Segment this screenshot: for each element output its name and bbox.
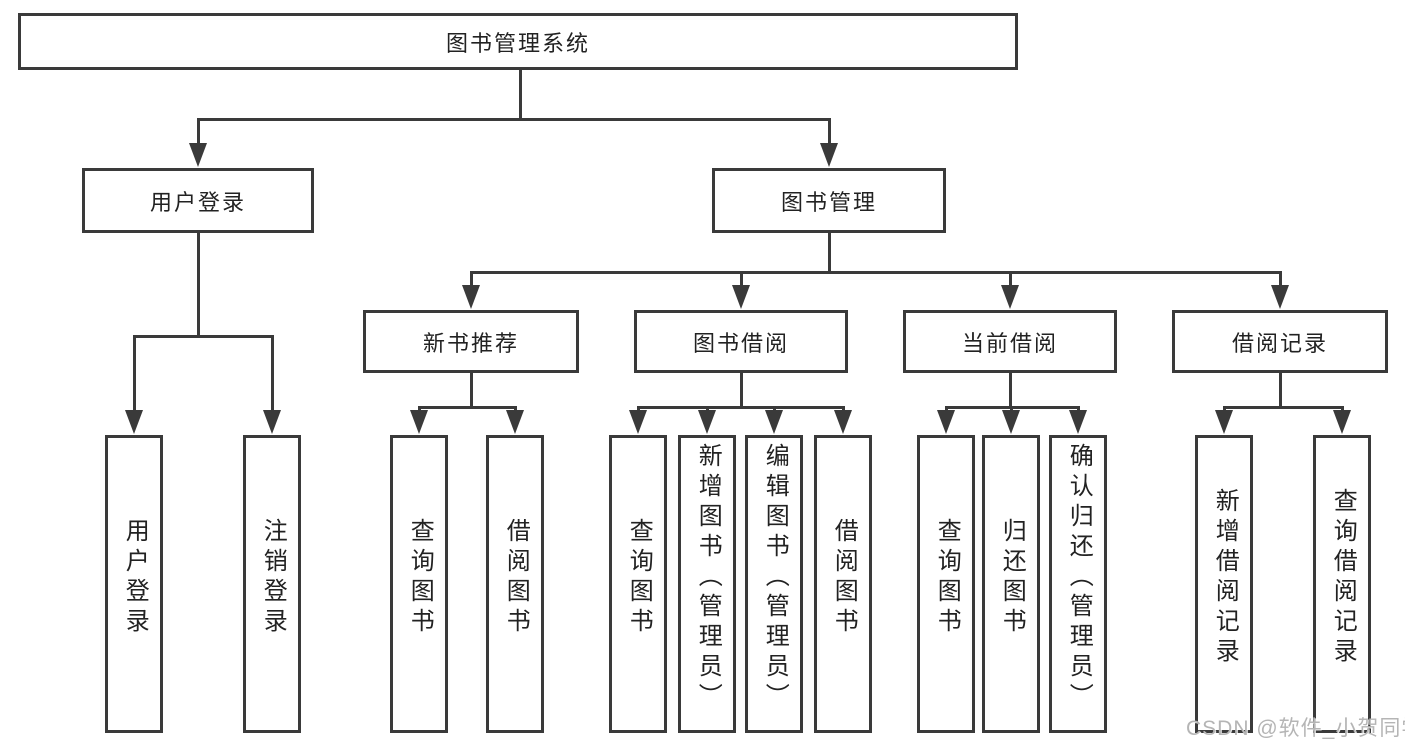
connector-vline [827,233,831,274]
leaf-label: 编辑图书（管理员） [761,443,789,713]
connector-hline [944,406,1080,409]
leaf-borrowing-borrow-books: 借阅图书 [814,435,872,733]
connector-vline [739,373,743,409]
leaf-label: 确认归还（管理员） [1065,443,1093,713]
leaf-edit-books-admin: 编辑图书（管理员） [745,435,803,733]
node-label: 新书推荐 [422,330,519,356]
connector-hline [417,406,517,409]
node-book-borrowing: 图书借阅 [634,310,848,373]
arrowhead-down-icon [462,285,480,309]
connector-vline [827,118,831,150]
arrowhead-down-icon [125,410,143,434]
leaf-label: 新增借阅记录 [1211,488,1239,668]
leaf-return-books: 归还图书 [982,435,1040,733]
arrowhead-down-icon [1001,285,1019,309]
arrowhead-down-icon [1002,410,1020,434]
arrowhead-down-icon [937,410,955,434]
leaf-label: 用户登录 [121,518,149,638]
connector-hline [469,271,1282,274]
arrowhead-down-icon [1215,410,1233,434]
arrowhead-down-icon [834,410,852,434]
leaf-label: 查询图书 [625,518,653,638]
leaf-add-books-admin: 新增图书（管理员） [678,435,736,733]
leaf-recommend-borrow-books: 借阅图书 [486,435,544,733]
connector-hline [1222,406,1344,409]
leaf-recommend-query-books: 查询图书 [390,435,448,733]
node-label: 图书管理系统 [445,30,590,56]
connector-vline [469,373,473,409]
connector-vline [196,118,200,150]
connector-vline [1278,271,1282,292]
arrowhead-down-icon [820,143,838,167]
connector-vline [270,335,274,414]
leaf-label: 查询图书 [933,518,961,638]
connector-vline [132,335,136,414]
arrowhead-down-icon [1271,285,1289,309]
arrowhead-down-icon [189,143,207,167]
leaf-label: 查询借阅记录 [1329,488,1357,668]
node-label: 图书借阅 [692,330,789,356]
arrowhead-down-icon [698,410,716,434]
leaf-label: 归还图书 [998,518,1026,638]
connector-vline [1008,373,1012,409]
connector-vline [739,271,743,292]
arrowhead-down-icon [765,410,783,434]
arrowhead-down-icon [263,410,281,434]
connector-vline [1008,271,1012,292]
leaf-current-query-books: 查询图书 [917,435,975,733]
node-library-system: 图书管理系统 [18,13,1018,70]
arrowhead-down-icon [1333,410,1351,434]
leaf-label: 查询图书 [406,518,434,638]
leaf-borrowing-query-books: 查询图书 [609,435,667,733]
connector-hline [196,118,831,121]
node-new-book-recommend: 新书推荐 [363,310,579,373]
arrowhead-down-icon [1069,410,1087,434]
leaf-logout-login: 注销登录 [243,435,301,733]
leaf-add-borrow-record: 新增借阅记录 [1195,435,1253,733]
node-borrow-records: 借阅记录 [1172,310,1388,373]
node-book-management: 图书管理 [712,168,946,233]
arrowhead-down-icon [506,410,524,434]
leaf-label: 新增图书（管理员） [694,443,722,713]
arrowhead-down-icon [732,285,750,309]
leaf-label: 借阅图书 [502,518,530,638]
node-label: 图书管理 [780,189,877,215]
node-label: 当前借阅 [961,330,1058,356]
node-current-borrowing: 当前借阅 [903,310,1117,373]
leaf-user-login: 用户登录 [105,435,163,733]
connector-hline [636,406,845,409]
connector-vline [518,70,522,119]
node-label: 借阅记录 [1231,330,1328,356]
leaf-query-borrow-record: 查询借阅记录 [1313,435,1371,733]
node-label: 用户登录 [149,189,246,215]
leaf-confirm-return-admin: 确认归还（管理员） [1049,435,1107,733]
leaf-label: 注销登录 [259,518,287,638]
arrowhead-down-icon [629,410,647,434]
connector-hline [132,335,274,338]
connector-vline [469,271,473,292]
leaf-label: 借阅图书 [830,518,858,638]
connector-vline [1278,373,1282,409]
arrowhead-down-icon [410,410,428,434]
connector-vline [196,233,200,338]
node-user-login: 用户登录 [82,168,314,233]
